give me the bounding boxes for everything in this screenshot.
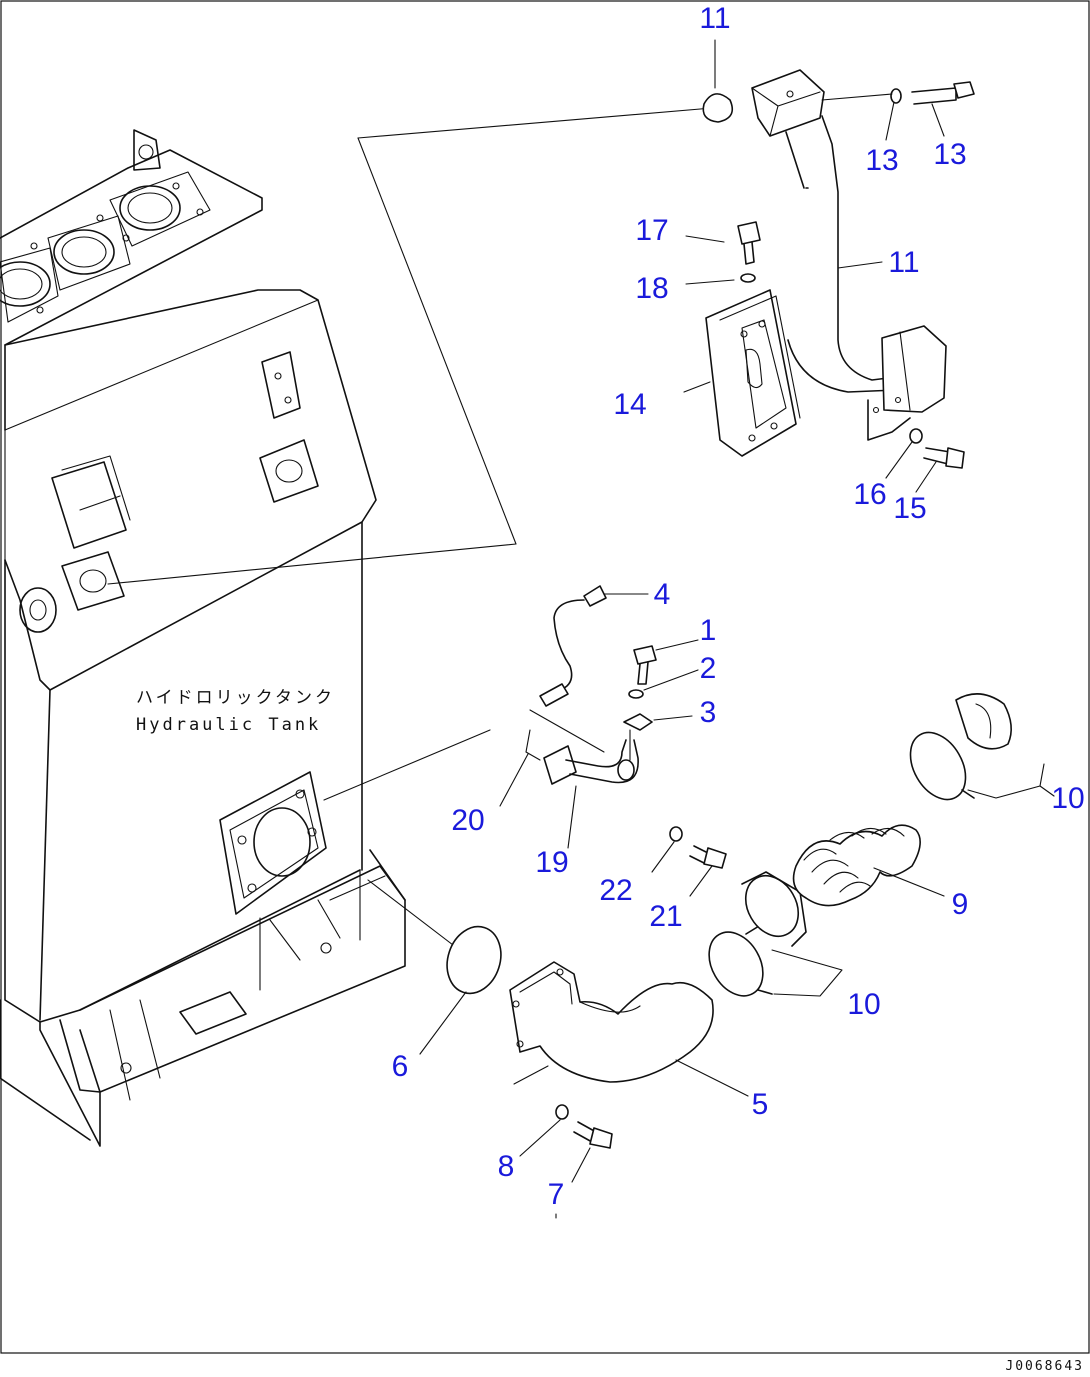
part-17-washer <box>909 428 923 444</box>
callout-16: 15 <box>893 492 926 525</box>
callout-19: 18 <box>635 272 668 305</box>
part-10-clamp-upper <box>909 693 1012 801</box>
part-15-bracket <box>705 289 801 457</box>
part-23-washer <box>669 826 683 842</box>
callout-15: 14 <box>613 388 646 421</box>
part-21-oring <box>525 751 541 761</box>
callout-6: 6 <box>392 1050 409 1083</box>
callout-20: 19 <box>535 846 568 879</box>
part-2-washer <box>628 689 644 699</box>
connection-lines <box>107 107 713 959</box>
hydraulic-tank <box>0 129 406 1147</box>
part-19-washer <box>740 273 756 283</box>
tank-label-jp: ハイドロリックタンク <box>136 688 335 708</box>
callout-8: 8 <box>498 1150 515 1183</box>
callout-13: 13 <box>933 138 966 171</box>
callout-10-lower: 10 <box>847 988 880 1021</box>
part-3-clip <box>623 713 653 731</box>
callout-2: 2 <box>700 652 717 685</box>
callout-12: 11 <box>699 2 730 35</box>
callout-11: 11 <box>888 246 919 279</box>
callout-7: 7 <box>548 1178 565 1211</box>
part-6-gasket <box>446 925 502 995</box>
callout-21: 20 <box>451 804 484 837</box>
part-4-sensor <box>529 585 607 753</box>
part-12-cap <box>702 93 734 123</box>
part-14-washer <box>890 88 902 104</box>
part-8-washer <box>555 1104 569 1120</box>
callout-3: 3 <box>700 696 717 729</box>
tank-label-en: Hydraulic Tank <box>136 715 321 735</box>
callout-9: 9 <box>952 888 969 921</box>
callout-17: 16 <box>853 478 886 511</box>
callout-14: 13 <box>865 144 898 177</box>
callout-22: 21 <box>649 900 682 933</box>
part-16-bolt <box>923 447 965 469</box>
callout-5: 5 <box>752 1088 769 1121</box>
callout-4: 4 <box>654 578 671 611</box>
drawing-number: J0068643 <box>1005 1359 1084 1374</box>
tank-suction-flange <box>219 771 327 915</box>
part-11-breather-pipe <box>751 69 947 441</box>
tank-base-frame <box>0 849 406 1147</box>
part-13-bolt <box>911 81 975 105</box>
callout-numbers: 11 13 13 17 11 18 14 16 15 4 1 2 3 20 19… <box>392 2 1085 1211</box>
callout-10-upper: 10 <box>1051 782 1084 815</box>
callout-1: 1 <box>700 614 717 647</box>
leader-lines <box>419 39 1055 1219</box>
part-1-bolt <box>633 645 657 685</box>
callout-18: 17 <box>635 214 668 247</box>
cover-ports <box>0 171 211 323</box>
part-5-elbow <box>509 961 714 1085</box>
callout-23: 22 <box>599 874 632 907</box>
part-9-hose <box>792 824 921 907</box>
part-18-bolt <box>737 221 761 265</box>
part-20-tube <box>543 729 639 785</box>
part-10-clamp-lower <box>708 871 807 997</box>
part-22-bolt <box>689 845 727 869</box>
part-7-bolt <box>573 1121 613 1149</box>
